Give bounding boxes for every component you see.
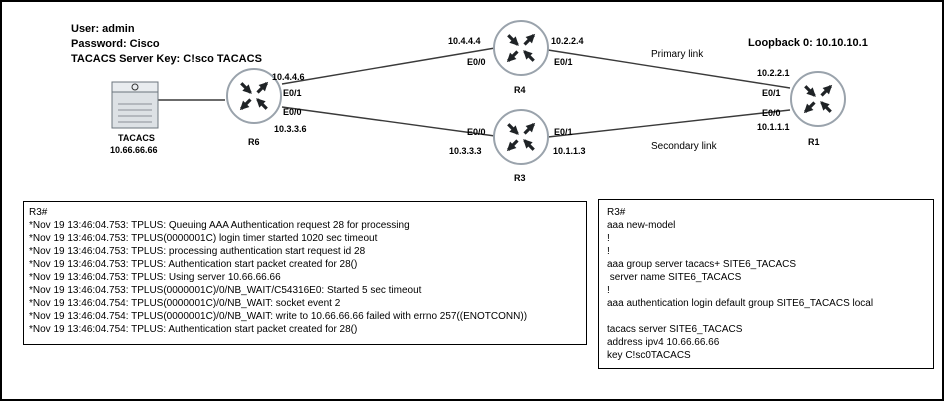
credentials-user: User: admin xyxy=(71,23,135,35)
config-line: ! xyxy=(607,285,610,296)
r1-name: R1 xyxy=(808,137,820,147)
tacacs-ip: 10.66.66.66 xyxy=(110,145,158,155)
r4-e01: E0/1 xyxy=(554,57,573,67)
debug-log-line: R3# xyxy=(29,207,48,218)
r6-name: R6 xyxy=(248,137,260,147)
config-line: R3# xyxy=(607,207,626,218)
r6-e00: E0/0 xyxy=(283,107,302,117)
debug-log-line: *Nov 19 13:46:04.753: TPLUS: Using serve… xyxy=(29,272,281,283)
r4-name: R4 xyxy=(514,85,526,95)
loopback-label: Loopback 0: 10.10.10.1 xyxy=(748,37,868,49)
link-r6-r3 xyxy=(281,106,496,137)
r1-e01: E0/1 xyxy=(762,88,781,98)
debug-log-line: *Nov 19 13:46:04.753: TPLUS(0000001C) lo… xyxy=(29,233,378,244)
router-r4-icon xyxy=(493,20,549,76)
link-r6-r4 xyxy=(281,47,496,85)
r4-ip-right: 10.2.2.4 xyxy=(551,36,584,46)
credentials-password: Password: Cisco xyxy=(71,38,160,50)
r6-e01: E0/1 xyxy=(283,88,302,98)
config-line: tacacs server SITE6_TACACS xyxy=(607,324,743,335)
config-line: key C!sc0TACACS xyxy=(607,350,691,361)
debug-log-line: *Nov 19 13:46:04.753: TPLUS: processing … xyxy=(29,246,366,257)
r3-ip-left: 10.3.3.3 xyxy=(449,146,482,156)
r4-ip-left: 10.4.4.4 xyxy=(448,36,481,46)
r1-ip-top: 10.2.2.1 xyxy=(757,68,790,78)
router-r3-icon xyxy=(493,109,549,165)
debug-log-line: *Nov 19 13:46:04.753: TPLUS: Queuing AAA… xyxy=(29,220,410,231)
config-line: aaa group server tacacs+ SITE6_TACACS xyxy=(607,259,797,270)
primary-link-label: Primary link xyxy=(651,49,704,60)
r1-e00: E0/0 xyxy=(762,108,781,118)
secondary-link-label: Secondary link xyxy=(651,141,717,152)
config-line: ! xyxy=(607,233,610,244)
config-line xyxy=(607,310,873,323)
credentials-key: TACACS Server Key: C!sco TACACS xyxy=(71,53,262,65)
config-line: aaa new-model xyxy=(607,220,676,231)
router-r1-icon xyxy=(790,71,846,127)
credentials-block: User: admin Password: Cisco TACACS Serve… xyxy=(71,22,262,67)
r3-e01: E0/1 xyxy=(554,127,573,137)
config-line: address ipv4 10.66.66.66 xyxy=(607,337,720,348)
running-config-panel: R3# aaa new-model!! aaa group server tacac… xyxy=(598,199,934,369)
config-line: server name SITE6_TACACS xyxy=(607,272,742,283)
config-line: ! xyxy=(607,246,610,257)
r6-ip-top: 10.4.4.6 xyxy=(272,72,305,82)
debug-log-line: *Nov 19 13:46:04.753: TPLUS: Authenticat… xyxy=(29,259,358,270)
r3-name: R3 xyxy=(514,173,526,183)
link-r3-r1 xyxy=(547,109,791,138)
r3-e00: E0/0 xyxy=(467,127,486,137)
debug-log-line: *Nov 19 13:46:04.754: TPLUS(0000001C)/0/… xyxy=(29,311,528,322)
r3-ip-right: 10.1.1.3 xyxy=(553,146,586,156)
r4-e00: E0/0 xyxy=(467,57,486,67)
r6-ip-bottom: 10.3.3.6 xyxy=(274,124,307,134)
tacacs-server-icon xyxy=(111,81,159,129)
debug-output-panel: R3# *Nov 19 13:46:04.753: TPLUS: Queuing … xyxy=(23,201,587,345)
config-line: aaa authentication login default group S… xyxy=(607,298,874,309)
router-r6-icon xyxy=(226,68,282,124)
tacacs-name: TACACS xyxy=(118,133,155,143)
debug-log-line: *Nov 19 13:46:04.754: TPLUS(0000001C)/0/… xyxy=(29,298,341,309)
debug-log-line: *Nov 19 13:46:04.753: TPLUS(0000001C)/0/… xyxy=(29,285,422,296)
r1-ip-bottom: 10.1.1.1 xyxy=(757,122,790,132)
debug-log-line: *Nov 19 13:46:04.754: TPLUS: Authenticat… xyxy=(29,324,358,335)
link-r4-r1 xyxy=(547,49,791,89)
